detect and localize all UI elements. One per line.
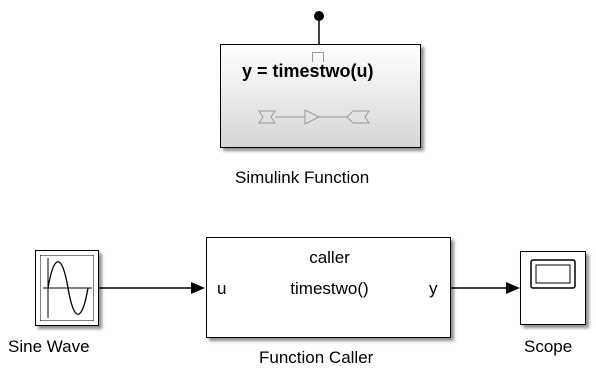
- scope-screen-icon: [530, 259, 576, 289]
- caller-input-port-label: u: [217, 279, 227, 298]
- caller-line-1: caller: [309, 248, 350, 267]
- function-caller-label: Function Caller: [259, 348, 374, 367]
- sine-wave-block[interactable]: [35, 250, 99, 326]
- scope-block[interactable]: [520, 251, 586, 325]
- scope-label: Scope: [524, 337, 573, 356]
- signal-line-caller-to-scope[interactable]: [451, 282, 520, 294]
- caller-line-2: timestwo(): [290, 279, 369, 298]
- function-port-glyph-icon: [258, 109, 370, 125]
- function-caller-block[interactable]: caller timestwo() u y: [206, 237, 451, 338]
- simulink-function-label: Simulink Function: [235, 168, 370, 187]
- function-signature: y = timestwo(u): [242, 61, 374, 81]
- simulink-function-block[interactable]: y = timestwo(u): [220, 44, 421, 148]
- sine-wave-icon: [40, 255, 94, 321]
- trigger-port-icon: [314, 11, 324, 44]
- signal-line-sine-to-caller[interactable]: [98, 282, 205, 294]
- caller-output-port-label: y: [429, 279, 438, 298]
- sine-wave-label: Sine Wave: [8, 337, 90, 356]
- function-header-tab-icon: [312, 52, 324, 62]
